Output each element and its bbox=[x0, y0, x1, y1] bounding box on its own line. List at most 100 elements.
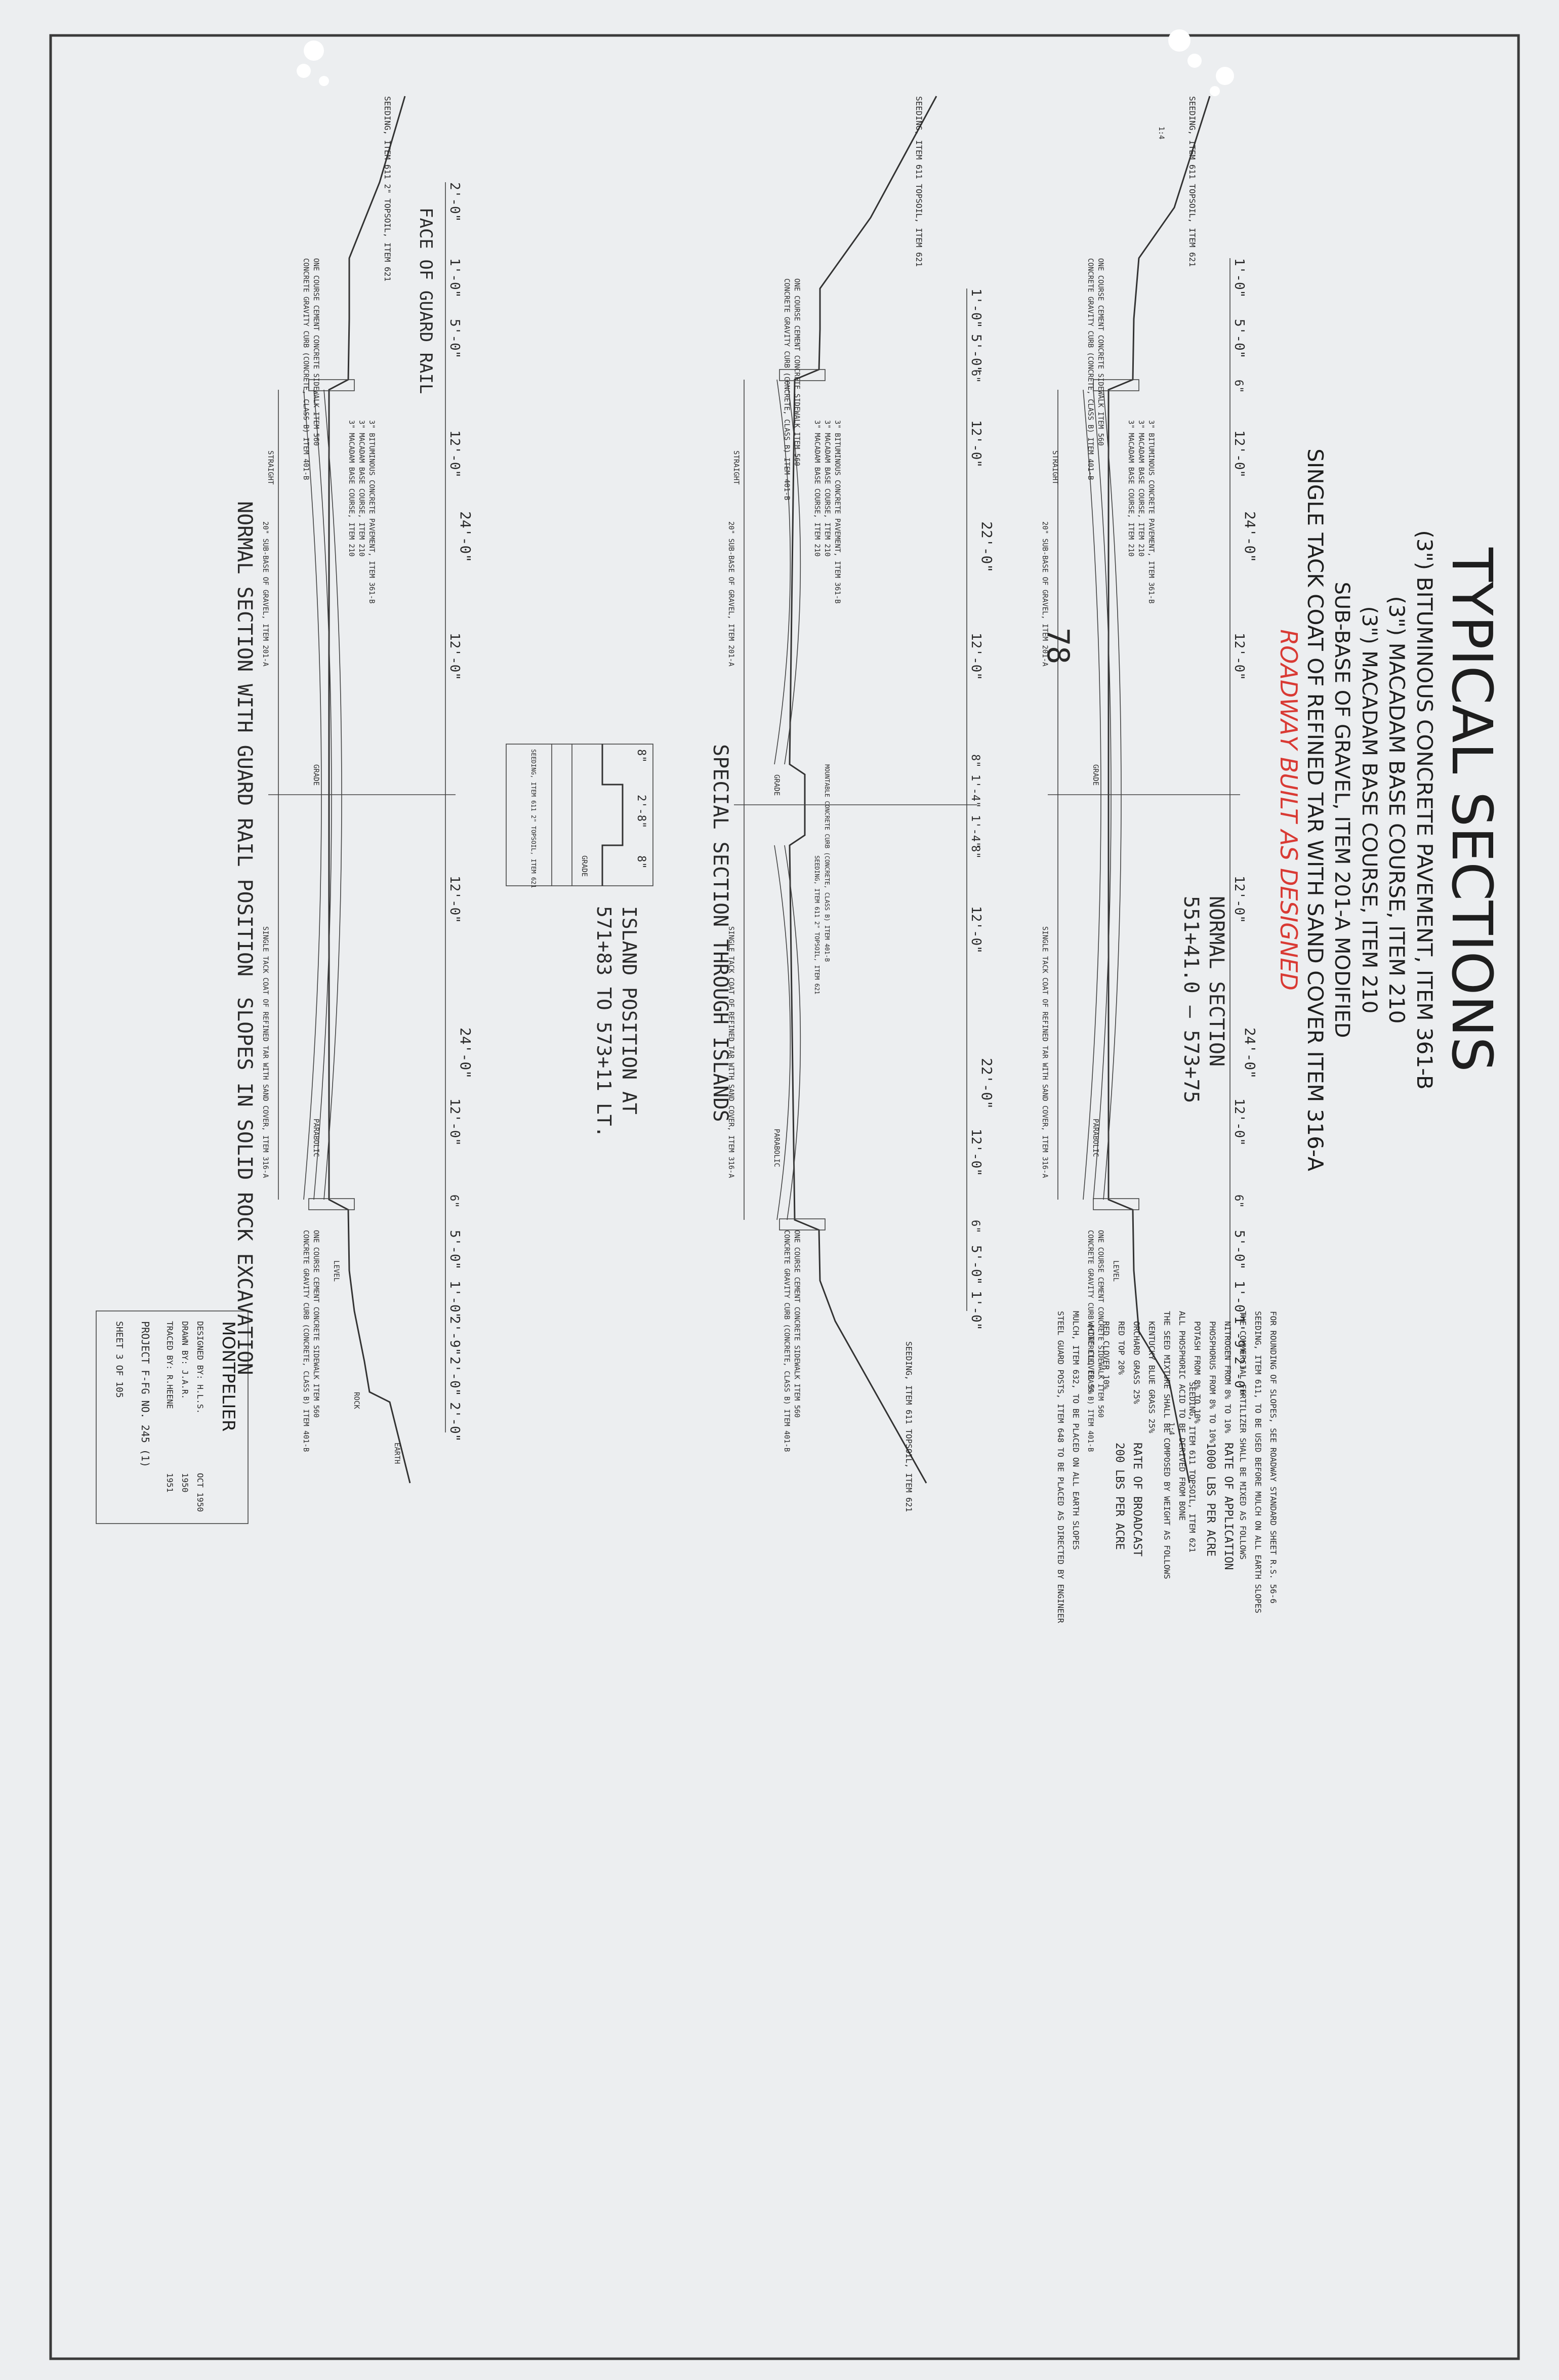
note-line-2: SEEDING, ITEM 611, TO BE USED BEFORE MUL… bbox=[1253, 1311, 1263, 1613]
guardrail-dim-8: 24'-0" bbox=[457, 1028, 474, 1079]
special-dim-2: 5'-0" bbox=[968, 334, 983, 374]
special-dim-14: 6" bbox=[969, 1220, 981, 1234]
special-tack: SINGLE TACK COAT OF REFINED TAR WITH SAN… bbox=[727, 926, 735, 1178]
guardrail-parabolic: PARABOLIC bbox=[312, 1119, 320, 1157]
guardrail-section-name: NORMAL SECTION WITH GUARD RAIL POSITION bbox=[233, 501, 256, 976]
special-parabolic: PARABOLIC bbox=[772, 1129, 781, 1167]
title-line-1: (3") BITUMINOUS CONCRETE PAVEMENT, ITEM … bbox=[1412, 530, 1437, 1089]
normal-straight: STRAIGHT bbox=[1051, 450, 1059, 485]
rock-section-name: SLOPES IN SOLID ROCK EXCAVATION bbox=[233, 997, 256, 1375]
special-walk-left: ONE COURSE CEMENT CONCRETE SIDEWALK ITEM… bbox=[793, 278, 801, 466]
notes-block: FOR ROUNDING OF SLOPES, SEE ROADWAY STAN… bbox=[1056, 1311, 1278, 1623]
island-position-name: ISLAND POSITION AT bbox=[618, 906, 640, 1115]
guardrail-dim-13: 2'-9" bbox=[447, 1316, 462, 1356]
guardrail-dim-11: 5'-0" bbox=[447, 1230, 462, 1269]
normal-slope-left: 1:4 bbox=[1157, 127, 1165, 139]
guardrail-subbase: 20" SUB-BASE OF GRAVEL, ITEM 201-A bbox=[261, 521, 269, 667]
guardrail-pavement: 3" BITUMINOUS CONCRETE PAVEMENT, ITEM 36… bbox=[367, 420, 376, 603]
special-grade: GRADE bbox=[772, 774, 781, 796]
guardrail-curb-right: CONCRETE GRAVITY CURB (CONCRETE, CLASS B… bbox=[302, 1230, 310, 1452]
normal-dim-5: 24'-0" bbox=[1242, 511, 1258, 562]
special-straight: STRAIGHT bbox=[732, 450, 740, 485]
normal-dim-6: 12'-0" bbox=[1232, 633, 1247, 680]
title-block-designed: DESIGNED BY: H.L.S. bbox=[195, 1321, 205, 1414]
main-title: TYPICAL SECTIONS bbox=[1440, 547, 1504, 1072]
normal-pavement: 3" BITUMINOUS CONCRETE PAVEMENT, ITEM 36… bbox=[1147, 420, 1155, 603]
island-seed: SEEDING, ITEM 611 2" TOPSOIL, ITEM 621 bbox=[530, 749, 537, 888]
note-line-7: ALL PHOSPHORIC ACID TO BE DERIVED FROM B… bbox=[1177, 1311, 1187, 1521]
special-dim-11: 12'-0" bbox=[968, 906, 983, 954]
normal-section bbox=[1048, 96, 1240, 1484]
note-line-5: PHOSPHORUS FROM 8% TO 10% bbox=[1208, 1321, 1217, 1443]
special-seeding-left: SEEDING, ITEM 611 TOPSOIL, ITEM 621 bbox=[914, 96, 924, 267]
note-line-6: POTASH FROM 8% TO 10% bbox=[1193, 1321, 1202, 1424]
title-line-2: (3") MACADAM BASE COURSE, ITEM 210 bbox=[1384, 596, 1409, 1023]
guardrail-dim-3: 5'-0" bbox=[447, 319, 462, 358]
guardrail-walk-left: ONE COURSE CEMENT CONCRETE SIDEWALK ITEM… bbox=[312, 258, 320, 446]
title-block-sheet: SHEET 3 OF 105 bbox=[114, 1321, 125, 1398]
note-line-12: RED CLOVER 10% bbox=[1101, 1321, 1111, 1389]
special-walk-right: ONE COURSE CEMENT CONCRETE SIDEWALK ITEM… bbox=[793, 1230, 801, 1418]
island-dim-1: 8" bbox=[635, 749, 647, 763]
special-dim-6: 12'-0" bbox=[968, 633, 983, 680]
special-dim-12: 22'-0" bbox=[978, 1058, 995, 1109]
note-line-15: STEEL GUARD POSTS, ITEM 648 TO BE PLACED… bbox=[1056, 1311, 1065, 1623]
special-dim-1: 1'-0" bbox=[968, 289, 983, 328]
title-block-drawn: DRAWN BY: J.A.R. bbox=[180, 1321, 190, 1399]
fert-rate: 1000 LBS PER ACRE bbox=[1204, 1443, 1217, 1556]
normal-dim-14: 2'-0" bbox=[1232, 1357, 1247, 1396]
island-position-stations: 571+83 TO 573+11 LT. bbox=[593, 906, 615, 1138]
special-pavement: 3" BITUMINOUS CONCRETE PAVEMENT, ITEM 36… bbox=[833, 420, 841, 603]
special-section bbox=[506, 96, 977, 1484]
guardrail-dim-6: 12'-0" bbox=[447, 633, 462, 680]
guardrail-dim-7: 12'-0" bbox=[447, 876, 462, 923]
guardrail-straight: STRAIGHT bbox=[266, 450, 274, 485]
normal-macadam-1: 3" MACADAM BASE COURSE, ITEM 210 bbox=[1137, 420, 1145, 557]
special-dim-10: 8" bbox=[969, 845, 981, 859]
pencil-sheet-number: 78 bbox=[1040, 628, 1076, 664]
normal-dim-7: 12'-0" bbox=[1232, 876, 1247, 923]
special-dim-13: 12'-0" bbox=[968, 1129, 983, 1176]
normal-seeding-right: SEEDING, ITEM 611 TOPSOIL, ITEM 621 bbox=[1187, 1382, 1197, 1552]
note-line-10: ORCHARD GRASS 25% bbox=[1132, 1321, 1141, 1404]
normal-dim-8: 24'-0" bbox=[1242, 1028, 1258, 1079]
special-dim-16: 1'-0" bbox=[968, 1291, 983, 1330]
guardrail-dim-15: 2'-0" bbox=[447, 1402, 462, 1442]
guardrail-dim-10: 6" bbox=[447, 1195, 460, 1208]
normal-dim-11: 5'-0" bbox=[1232, 1230, 1247, 1269]
seed-rate: 200 LBS PER ACRE bbox=[1113, 1443, 1126, 1550]
normal-walk-right: ONE COURSE CEMENT CONCRETE SIDEWALK ITEM… bbox=[1096, 1230, 1104, 1418]
normal-subbase: 20" SUB-BASE OF GRAVEL, ITEM 201-A bbox=[1041, 521, 1049, 667]
special-macadam-2: 3" MACADAM BASE COURSE, ITEM 210 bbox=[813, 420, 821, 557]
guardrail-curb-left: CONCRETE GRAVITY CURB (CONCRETE, CLASS B… bbox=[302, 258, 310, 480]
normal-dim-1: 1'-0" bbox=[1232, 258, 1247, 298]
normal-macadam-2: 3" MACADAM BASE COURSE, ITEM 210 bbox=[1127, 420, 1135, 557]
normal-section-stations: 551+41.0 — 573+75 bbox=[1179, 896, 1203, 1103]
special-section-name: SPECIAL SECTION THROUGH ISLANDS bbox=[709, 744, 732, 1122]
special-dim-9: 1'-4" bbox=[969, 815, 981, 848]
normal-curb-right: CONCRETE GRAVITY CURB (CONCRETE, CLASS B… bbox=[1086, 1230, 1094, 1452]
guardrail-section bbox=[96, 96, 456, 1524]
special-curb-right: CONCRETE GRAVITY CURB (CONCRETE, CLASS B… bbox=[783, 1230, 791, 1452]
note-line-1: FOR ROUNDING OF SLOPES, SEE ROADWAY STAN… bbox=[1268, 1311, 1278, 1604]
island-dim-2: 2'-8" bbox=[635, 795, 647, 828]
guardrail-dim-2: 1'-0" bbox=[447, 258, 462, 298]
fert-rate-head: RATE OF APPLICATION bbox=[1222, 1443, 1235, 1570]
guardrail-dim-1: 2'-0" bbox=[447, 182, 462, 222]
guardrail-earth: EARTH bbox=[393, 1443, 401, 1464]
special-subbase: 20" SUB-BASE OF GRAVEL, ITEM 201-A bbox=[727, 521, 735, 667]
guardrail-dim-12: 1'-0" bbox=[447, 1281, 462, 1320]
note-line-8: THE SEED MIXTURE SHALL BE COMPOSED BY WE… bbox=[1162, 1311, 1172, 1579]
guardrail-grade: GRADE bbox=[312, 764, 320, 786]
note-line-14: MULCH, ITEM 632, TO BE PLACED ON ALL EAR… bbox=[1071, 1311, 1081, 1550]
title-line-4: SUB-BASE OF GRAVEL, ITEM 201-A MODIFIED bbox=[1330, 582, 1353, 1038]
normal-dim-9: 12'-0" bbox=[1232, 1098, 1247, 1146]
note-line-11: RED TOP 20% bbox=[1117, 1321, 1126, 1375]
normal-grade: GRADE bbox=[1091, 764, 1099, 786]
guardrail-dim-5: 24'-0" bbox=[457, 511, 474, 562]
guardrail-face: FACE OF GUARD RAIL bbox=[416, 208, 436, 394]
rotated-drawing: TYPICAL SECTIONS (3") BITUMINOUS CONCRET… bbox=[96, 96, 1504, 1623]
normal-dim-2: 5'-0" bbox=[1232, 319, 1247, 358]
note-line-13: WHITE CLOVER 5% bbox=[1086, 1321, 1096, 1394]
